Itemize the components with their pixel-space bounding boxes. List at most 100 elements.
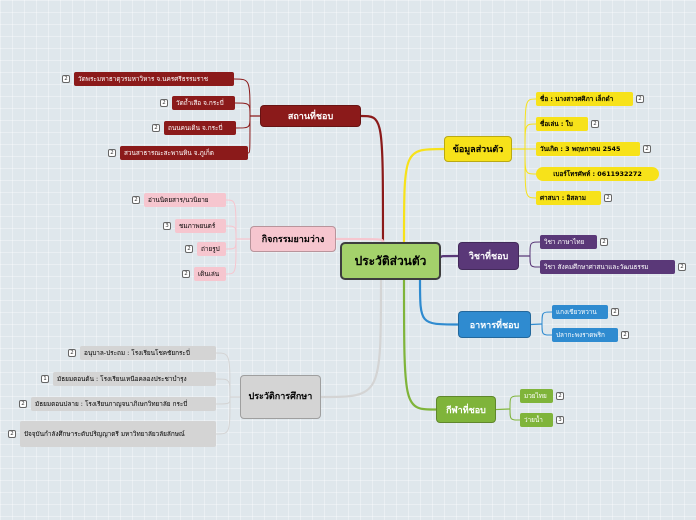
connector-line xyxy=(233,78,251,117)
note-count-badge[interactable]: 2 xyxy=(62,75,70,83)
connector-line xyxy=(247,115,251,154)
note-count-badge[interactable]: 2 xyxy=(8,430,16,438)
subtopic-food-0[interactable]: แกงเขียวหวาน xyxy=(552,305,608,319)
subtopic-places-3[interactable]: สวนสาธารณะสะพานหิน จ.ภูเก็ต xyxy=(120,146,248,160)
subtopic-sports-0[interactable]: มวยไทย xyxy=(520,389,553,403)
subtopic-label: ศาสนา : อิสลาม xyxy=(540,194,586,202)
subtopic-education-3[interactable]: ปัจจุบันกำลังศึกษาระดับปริญญาตรี มหาวิทย… xyxy=(20,421,216,447)
branch-label: ประวัติการศึกษา xyxy=(248,391,313,402)
subtopic-hobbies-0[interactable]: อ่านนิตยสาร/นวนิยาย xyxy=(144,193,226,207)
branch-education[interactable]: ประวัติการศึกษา xyxy=(240,375,321,419)
subtopic-places-1[interactable]: วัดถ้ำเสือ จ.กระบี่ xyxy=(172,96,235,110)
note-count-badge[interactable]: 2 xyxy=(132,196,140,204)
note-count-badge[interactable]: 2 xyxy=(600,238,608,246)
subtopic-hobbies-3[interactable]: เดินเล่น xyxy=(194,267,226,281)
subtopic-label: ว่ายน้ำ xyxy=(524,416,543,424)
connector-line xyxy=(439,254,460,259)
subtopic-label: วัดถ้ำเสือ จ.กระบี่ xyxy=(176,99,224,107)
note-count-badge[interactable]: 2 xyxy=(108,149,116,157)
branch-places[interactable]: สถานที่ชอบ xyxy=(260,105,361,127)
subtopic-personal-3[interactable]: เบอร์โทรศัพท์ : 0611932272 xyxy=(536,167,659,181)
note-count-badge[interactable]: 2 xyxy=(182,270,190,278)
branch-label: กีฬาที่ชอบ xyxy=(446,405,486,416)
connector-line xyxy=(509,408,521,421)
connector-line xyxy=(524,148,537,199)
connector-line xyxy=(359,114,385,244)
subtopic-hobbies-2[interactable]: ถ่ายรูป xyxy=(197,242,226,256)
subtopic-label: ชื่อเล่น : ใบ xyxy=(540,120,573,128)
note-count-badge[interactable]: 2 xyxy=(636,95,644,103)
subtopic-label: ชมภาพยนตร์ xyxy=(179,222,216,230)
branch-label: สถานที่ชอบ xyxy=(287,112,334,122)
subtopic-places-2[interactable]: ถนนคนเดิน จ.กระบี่ xyxy=(164,121,236,135)
subtopic-personal-0[interactable]: ชื่อ : นางสาวศศิภา เล็กดำ xyxy=(536,92,633,106)
subtopic-label: อนุบาล-ประถม : โรงเรียนโชคชัยกระบี่ xyxy=(84,349,190,357)
subtopic-personal-4[interactable]: ศาสนา : อิสลาม xyxy=(536,191,601,205)
subtopic-label: สวนสาธารณะสะพานหิน จ.ภูเก็ต xyxy=(124,149,214,157)
connector-line xyxy=(529,241,541,257)
subtopic-personal-2[interactable]: วันเกิด : 3 พฤษภาคม 2545 xyxy=(536,142,640,156)
branch-label: กิจกรรมยามว่าง xyxy=(261,235,325,245)
connector-line xyxy=(215,396,231,435)
connector-line xyxy=(225,199,237,240)
note-count-badge[interactable]: 2 xyxy=(68,349,76,357)
connector-line xyxy=(418,278,460,326)
branch-label: อาหารที่ชอบ xyxy=(469,320,520,331)
subtopic-education-1[interactable]: มัธยมตอนต้น : โรงเรียนเหนือคลองประชาบำรุ… xyxy=(53,372,216,386)
note-count-badge[interactable]: 3 xyxy=(556,416,564,424)
subtopic-label: วิชา สังคมศึกษาศาสนาและวัฒนธรรม xyxy=(544,263,649,271)
connector-line xyxy=(234,102,251,117)
subtopic-label: เดินเล่น xyxy=(198,270,220,278)
connector-line xyxy=(225,238,237,275)
connector-line xyxy=(225,225,237,240)
note-count-badge[interactable]: 2 xyxy=(621,331,629,339)
note-count-badge[interactable]: 2 xyxy=(678,263,686,271)
subtopic-label: วันเกิด : 3 พฤษภาคม 2545 xyxy=(540,145,621,153)
branch-sports[interactable]: กีฬาที่ชอบ xyxy=(436,396,496,423)
connector-line xyxy=(334,237,385,244)
subtopic-places-0[interactable]: วัดพระมหาธาตุวรมหาวิหาร จ.นครศรีธรรมราช xyxy=(74,72,234,86)
note-count-badge[interactable]: 1 xyxy=(41,375,49,383)
subtopic-label: ถนนคนเดิน จ.กระบี่ xyxy=(168,124,223,132)
branch-label: วิชาที่ชอบ xyxy=(468,252,509,262)
subtopic-personal-1[interactable]: ชื่อเล่น : ใบ xyxy=(536,117,588,131)
subtopic-label: มัธยมตอนปลาย : โรงเรียนกาญจนาภิเษกวิทยาล… xyxy=(35,400,188,408)
branch-food[interactable]: อาหารที่ชอบ xyxy=(458,311,531,338)
subtopic-label: วิชา ภาษาไทย xyxy=(544,238,585,246)
branch-hobbies[interactable]: กิจกรรมยามว่าง xyxy=(250,226,336,252)
connector-line xyxy=(541,323,553,336)
subtopic-education-2[interactable]: มัธยมตอนปลาย : โรงเรียนกาญจนาภิเษกวิทยาล… xyxy=(31,397,216,411)
note-count-badge[interactable]: 2 xyxy=(611,308,619,316)
note-count-badge[interactable]: 2 xyxy=(152,124,160,132)
connector-line xyxy=(215,378,231,398)
subtopic-food-1[interactable]: ปลากะพงราดพริก xyxy=(552,328,618,342)
note-count-badge[interactable]: 2 xyxy=(185,245,193,253)
note-count-badge[interactable]: 2 xyxy=(643,145,651,153)
note-count-badge[interactable]: 2 xyxy=(556,392,564,400)
connector-line xyxy=(524,123,537,150)
note-count-badge[interactable]: 2 xyxy=(19,400,27,408)
subtopic-subjects-1[interactable]: วิชา สังคมศึกษาศาสนาและวัฒนธรรม xyxy=(540,260,675,274)
subtopic-label: มวยไทย xyxy=(524,392,547,400)
subtopic-sports-1[interactable]: ว่ายน้ำ xyxy=(520,413,553,427)
connector-line xyxy=(402,147,446,244)
connector-line xyxy=(541,311,553,325)
subtopic-education-0[interactable]: อนุบาล-ประถม : โรงเรียนโชคชัยกระบี่ xyxy=(80,346,216,360)
connector-line xyxy=(495,408,511,411)
subtopic-subjects-0[interactable]: วิชา ภาษาไทย xyxy=(540,235,597,249)
note-count-badge[interactable]: 2 xyxy=(591,120,599,128)
subtopic-label: ปลากะพงราดพริก xyxy=(556,331,605,339)
note-count-badge[interactable]: 2 xyxy=(604,194,612,202)
subtopic-label: ปัจจุบันกำลังศึกษาระดับปริญญาตรี มหาวิทย… xyxy=(24,429,185,438)
connector-line xyxy=(530,323,543,326)
connector-line xyxy=(319,278,383,399)
note-count-badge[interactable]: 3 xyxy=(163,222,171,230)
note-count-badge[interactable]: 2 xyxy=(160,99,168,107)
branch-personal[interactable]: ข้อมูลส่วนตัว xyxy=(444,136,512,162)
connector-line xyxy=(215,352,231,398)
branch-subjects[interactable]: วิชาที่ชอบ xyxy=(458,242,519,270)
subtopic-hobbies-1[interactable]: ชมภาพยนตร์ xyxy=(175,219,226,233)
central-topic[interactable]: ประวัติส่วนตัว xyxy=(340,242,441,280)
